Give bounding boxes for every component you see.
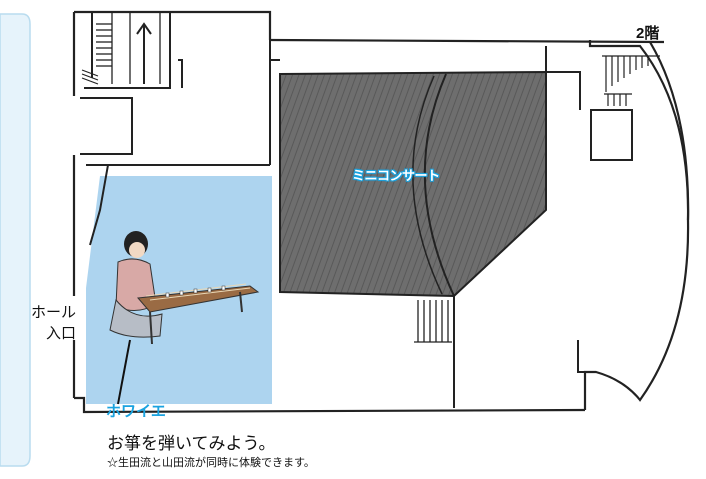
foyer-caption: お箏を弾いてみよう。: [107, 434, 276, 453]
floor-label: 2階: [636, 25, 660, 42]
hall-entrance-line1: ホール: [30, 304, 76, 321]
stairs-top-left: [96, 12, 161, 84]
hall-entrance-line2: 入口: [45, 325, 76, 342]
stairs-right: [602, 55, 660, 106]
stairs-left-mid: [81, 69, 99, 85]
foyer-label: ホワイエ: [106, 403, 166, 420]
hall-entrance-label: ホール 入口: [31, 302, 76, 344]
building-walls: [72, 10, 690, 414]
mini-concert-label: ミニコンサート: [352, 168, 440, 183]
foyer-note: ☆生田流と山田流が同時に体験できます。: [107, 457, 315, 469]
stairs-bottom: [414, 300, 452, 343]
stairs-up-arrow-icon: [136, 22, 152, 84]
foyer-pointer-line: [117, 339, 131, 405]
stage-curve: [423, 73, 455, 297]
side-panel: [0, 13, 31, 467]
koto-player-illustration: [109, 231, 260, 345]
interior-walls: [80, 12, 633, 408]
